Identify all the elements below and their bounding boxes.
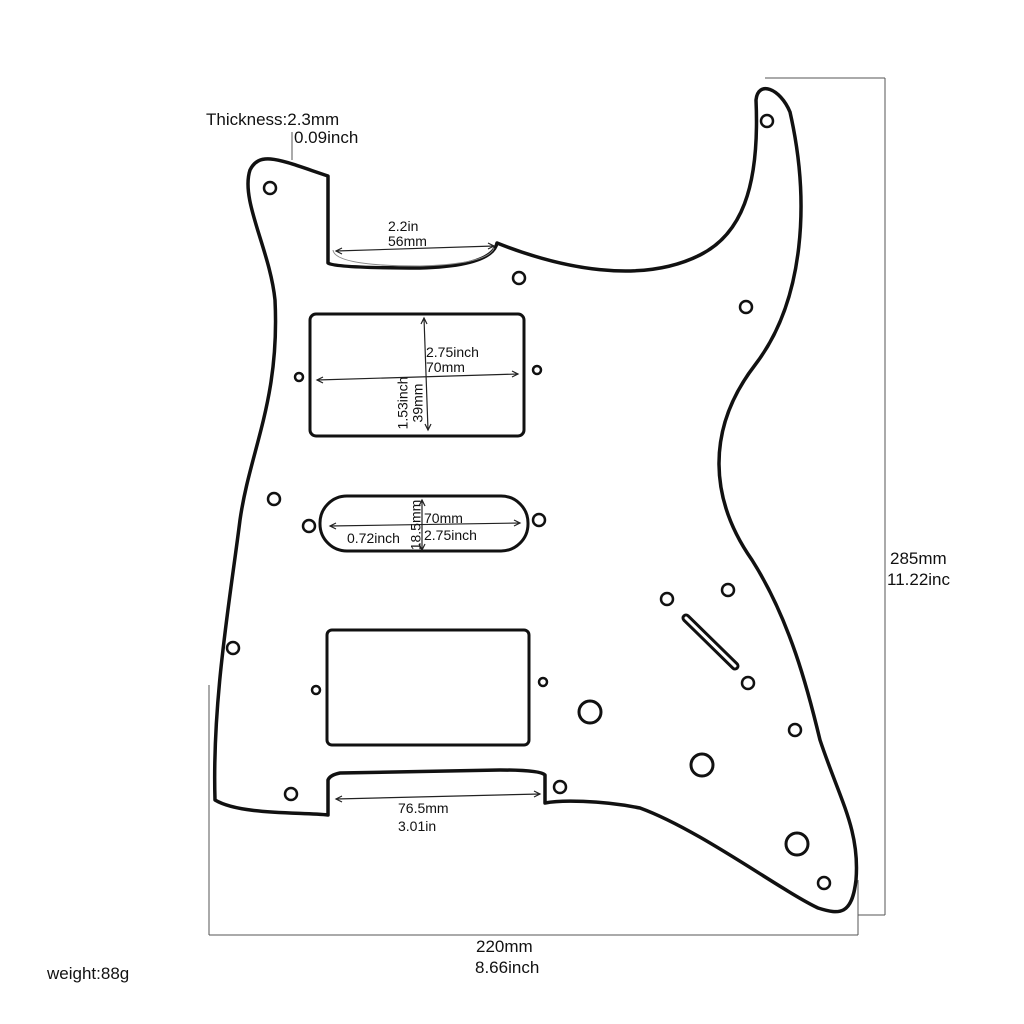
sc-height-mm-label: 18.5mm xyxy=(407,499,424,551)
screw-hole xyxy=(283,786,299,802)
width-inch-label: 8.66inch xyxy=(475,958,540,977)
sc-width-arrow xyxy=(329,522,521,527)
screw-hole xyxy=(816,875,832,891)
thickness-inch-label: 0.09inch xyxy=(294,128,359,147)
screw-hole xyxy=(720,582,736,598)
screw-hole xyxy=(787,722,803,738)
screw-hole xyxy=(293,371,305,383)
neck-cut-inch-label: 2.2in xyxy=(388,218,419,234)
screw-hole xyxy=(552,779,568,795)
hb-height-arrow xyxy=(423,317,429,431)
switch-slot xyxy=(681,613,740,671)
humbucker-cutout-neck xyxy=(308,312,526,438)
screw-hole xyxy=(537,676,549,688)
hb-height-mm-label: 39mm xyxy=(409,383,426,423)
neck-cut-mm-label: 56mm xyxy=(388,233,427,249)
height-mm-label: 285mm xyxy=(890,549,947,568)
screw-hole xyxy=(531,364,543,376)
thickness-label: Thickness:2.3mm xyxy=(206,110,340,129)
sc-width-mm-label: 70mm xyxy=(424,510,463,526)
hb-height-inch-label: 1.53inch xyxy=(394,376,411,430)
weight-label: weight:88g xyxy=(47,964,130,983)
screw-hole xyxy=(301,518,317,534)
single-coil-cutout xyxy=(318,494,530,553)
pot-holes xyxy=(577,699,810,857)
bottom-cut-mm-label: 76.5mm xyxy=(398,800,449,816)
screw-hole xyxy=(740,675,756,691)
neck-cut-arrow xyxy=(335,245,495,252)
neck-pocket-line xyxy=(332,247,495,267)
screw-hole xyxy=(511,270,527,286)
screw-hole xyxy=(659,591,675,607)
screw-holes xyxy=(225,113,832,891)
pot-hole xyxy=(784,831,810,857)
hb-width-inch-label: 2.75inch xyxy=(426,344,479,360)
screw-hole xyxy=(531,512,547,528)
pot-hole xyxy=(689,752,715,778)
sc-width-inch-label: 2.75inch xyxy=(424,527,477,543)
screw-hole xyxy=(759,113,775,129)
bottom-cut-arrow xyxy=(335,793,541,800)
hb-width-mm-label: 70mm xyxy=(426,359,465,375)
bottom-cut-inch-label: 3.01in xyxy=(398,818,437,834)
width-mm-label: 220mm xyxy=(476,937,533,956)
screw-hole xyxy=(310,684,322,696)
screw-hole xyxy=(262,180,278,196)
dimension-lines xyxy=(208,77,886,936)
pickguard-outline xyxy=(212,87,859,914)
height-inch-label: 11.22inc xyxy=(887,570,951,589)
humbucker-cutout-bridge xyxy=(325,628,531,747)
arrow-dimensions xyxy=(315,242,542,803)
screw-hole xyxy=(225,640,241,656)
hb-width-arrow xyxy=(316,373,519,381)
sc-height-inch-label: 0.72inch xyxy=(347,530,400,546)
screw-hole xyxy=(738,299,754,315)
pot-hole xyxy=(577,699,603,725)
screw-hole xyxy=(266,491,282,507)
